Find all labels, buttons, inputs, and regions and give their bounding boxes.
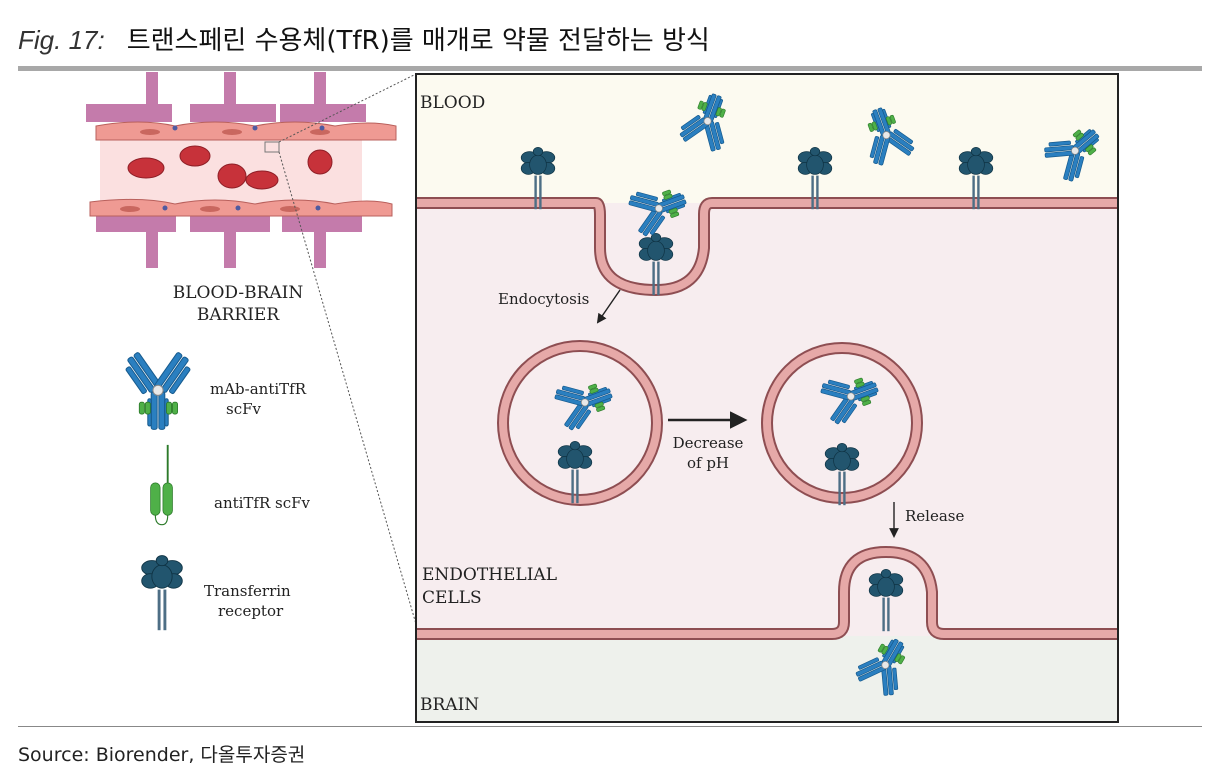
legend-antibody-line2: scFv <box>226 400 262 418</box>
zoom-panel <box>415 73 1119 723</box>
blood-label: BLOOD <box>420 93 485 113</box>
source-note: Source: Biorender, 다올투자증권 <box>18 744 306 766</box>
footer-divider <box>18 726 1202 727</box>
legend: mAb-antiTfR scFv antiTfR scFv Transferri… <box>120 351 311 631</box>
legend-scfv-icon <box>149 443 174 526</box>
bbb-label-line1: BLOOD-BRAIN <box>173 283 304 303</box>
figure-title-text: 트랜스페린 수용체(TfR)를 매개로 약물 전달하는 방식 <box>126 26 710 56</box>
legend-receptor-line2: receptor <box>218 602 284 620</box>
figure-title: Fig. 17: 트랜스페린 수용체(TfR)를 매개로 약물 전달하는 방식 <box>18 20 710 57</box>
decrease-label-line2: of pH <box>687 454 729 472</box>
figure-number: Fig. 17: <box>18 25 105 55</box>
brain-label: BRAIN <box>420 695 479 715</box>
legend-receptor-icon <box>140 554 184 631</box>
bbb-label-line2: BARRIER <box>197 305 280 325</box>
endothelial-label-line2: CELLS <box>422 588 482 608</box>
bbb-illustration <box>86 72 397 268</box>
legend-antibody-line1: mAb-antiTfR <box>210 380 307 398</box>
legend-scfv-line1: antiTfR scFv <box>214 494 311 512</box>
release-label: Release <box>905 507 964 525</box>
decrease-label-line1: Decrease <box>673 434 744 452</box>
legend-antibody-icon <box>120 351 196 430</box>
legend-receptor-line1: Transferrin <box>204 582 291 600</box>
endothelial-label-line1: ENDOTHELIAL <box>422 565 557 585</box>
endocytosis-arrow <box>596 289 621 324</box>
zoom-lines <box>278 73 417 625</box>
title-divider <box>18 66 1202 71</box>
endocytosis-label: Endocytosis <box>498 290 589 308</box>
